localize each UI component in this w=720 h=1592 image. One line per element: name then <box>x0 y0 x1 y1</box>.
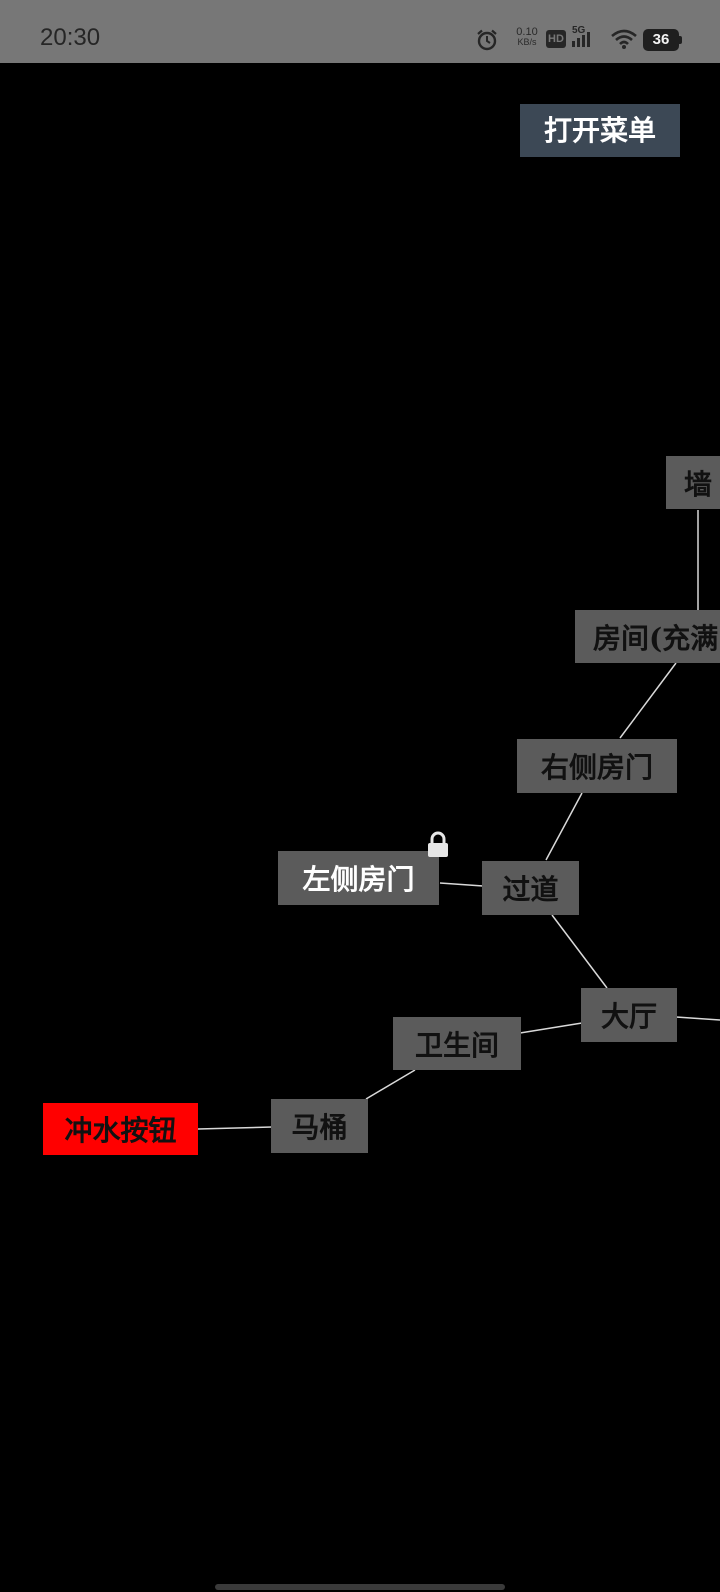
map-node-corridor[interactable]: 过道 <box>482 861 579 915</box>
map-node-hall[interactable]: 大厅 <box>581 988 677 1042</box>
open-menu-button[interactable]: 打开菜单 <box>520 104 680 157</box>
map-node-flush-button[interactable]: 冲水按钮 <box>43 1103 198 1155</box>
network-speed: 0.10 KB/s <box>513 26 541 48</box>
battery-level: 36 <box>652 31 670 48</box>
network-speed-unit: KB/s <box>517 37 537 47</box>
edge-bathroom-toilet <box>365 1069 416 1100</box>
map-node-right-door[interactable]: 右侧房门 <box>517 739 677 793</box>
alarm-icon <box>477 29 497 51</box>
map-node-bathroom[interactable]: 卫生间 <box>393 1017 521 1070</box>
edge-left-door-corridor <box>439 882 484 887</box>
wifi-icon <box>611 29 637 49</box>
edge-room-right-door <box>619 662 677 739</box>
cellular-signal-icon: 5G <box>572 26 598 50</box>
map-node-toilet[interactable]: 马桶 <box>271 1099 368 1153</box>
hd-icon: HD <box>546 30 566 48</box>
home-indicator <box>215 1584 505 1590</box>
map-node-wall[interactable]: 墙 <box>666 456 720 509</box>
map-node-room[interactable]: 房间(充满 <box>575 610 720 663</box>
edge-hall-offscreen <box>675 1016 720 1021</box>
network-type-label: 5G <box>572 25 586 36</box>
edge-toilet-flush-button <box>197 1126 273 1130</box>
lock-icon <box>428 831 448 857</box>
status-bar: 20:30 0.10 KB/s HD 5G <box>0 0 720 63</box>
map-node-left-door[interactable]: 左侧房门 <box>278 851 439 905</box>
hd-label: HD <box>548 33 564 45</box>
edge-corridor-hall <box>551 914 608 989</box>
battery-icon: 36 <box>643 29 679 51</box>
status-time: 20:30 <box>40 24 101 51</box>
battery-tip <box>679 36 682 44</box>
edge-right-door-corridor <box>545 792 583 861</box>
network-speed-value: 0.10 <box>516 26 538 38</box>
edge-hall-bathroom <box>519 1022 583 1034</box>
